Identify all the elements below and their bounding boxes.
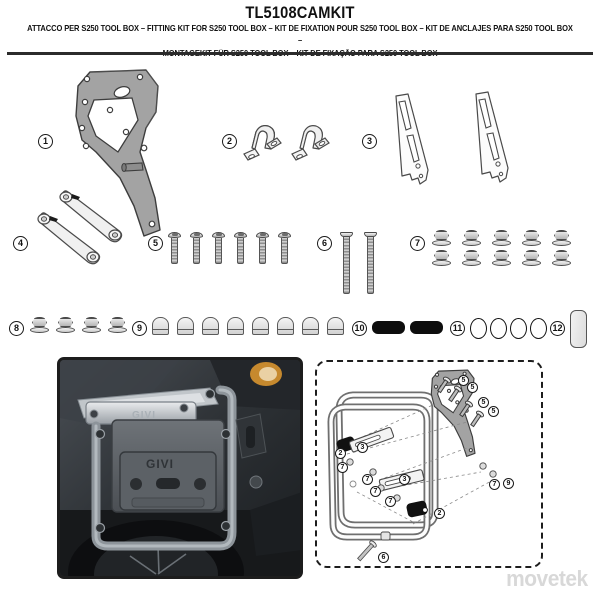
assembly-exploded-diagram: 2 3 7 7 3 7 7 2 5 5 5 5 7 9 6 bbox=[315, 360, 543, 568]
part-11-washer-ring bbox=[510, 318, 527, 339]
assembly-callout-7[interactable]: 7 bbox=[337, 462, 348, 473]
part-7-flange-nut bbox=[522, 250, 541, 266]
part-7-flange-nut bbox=[552, 250, 571, 266]
part-callout-7[interactable]: 7 bbox=[410, 236, 425, 251]
part-callout-4[interactable]: 4 bbox=[13, 236, 28, 251]
part-5-button-head-bolt bbox=[168, 232, 181, 264]
part-callout-6[interactable]: 6 bbox=[317, 236, 332, 251]
part-5-button-head-bolt bbox=[278, 232, 291, 264]
assembly-callout-7[interactable]: 7 bbox=[370, 486, 381, 497]
part-callout-11[interactable]: 11 bbox=[450, 321, 465, 336]
part-callout-10[interactable]: 10 bbox=[352, 321, 367, 336]
part-8-nylon-lock-flange-nut bbox=[30, 317, 49, 333]
part-7-flange-nut bbox=[492, 250, 511, 266]
part-9-dome-cap bbox=[251, 317, 269, 335]
part-4-spacer-link bbox=[58, 186, 123, 243]
part-5-button-head-bolt bbox=[212, 232, 225, 264]
part-8-nylon-lock-flange-nut bbox=[56, 317, 75, 333]
part-callout-1[interactable]: 1 bbox=[38, 134, 53, 149]
part-7-flange-nut bbox=[492, 230, 511, 246]
part-callout-8[interactable]: 8 bbox=[9, 321, 24, 336]
assembly-callout-7[interactable]: 7 bbox=[489, 479, 500, 490]
part-5-button-head-bolt bbox=[256, 232, 269, 264]
part-2-u-clamp bbox=[240, 118, 282, 161]
part-callout-5[interactable]: 5 bbox=[148, 236, 163, 251]
part-2-u-clamp bbox=[288, 118, 330, 161]
part-4-spacer-link bbox=[36, 208, 101, 265]
part-9-dome-cap bbox=[201, 317, 219, 335]
page-title: TL5108CAMKIT bbox=[245, 3, 355, 22]
header-divider bbox=[7, 52, 593, 55]
assembly-callout-5[interactable]: 5 bbox=[458, 375, 469, 386]
assembly-callout-5[interactable]: 5 bbox=[467, 382, 478, 393]
subtitle-line-1: ATTACCO PER S250 TOOL BOX – FITTING KIT … bbox=[27, 23, 573, 46]
assembly-callout-9[interactable]: 9 bbox=[503, 478, 514, 489]
part-7-flange-nut bbox=[522, 230, 541, 246]
part-11-washer-ring bbox=[490, 318, 507, 339]
assembly-callout-3[interactable]: 3 bbox=[357, 442, 368, 453]
part-9-dome-cap bbox=[226, 317, 244, 335]
part-callout-12[interactable]: 12 bbox=[550, 321, 565, 336]
parts-list-area: 1 2 bbox=[0, 56, 600, 356]
part-5-button-head-bolt bbox=[190, 232, 203, 264]
part-callout-2[interactable]: 2 bbox=[222, 134, 237, 149]
part-9-dome-cap bbox=[326, 317, 344, 335]
part-9-dome-cap bbox=[176, 317, 194, 335]
svg-text:GIVI: GIVI bbox=[146, 457, 174, 471]
part-7-flange-nut bbox=[462, 230, 481, 246]
part-6-countersunk-bolt-long bbox=[340, 232, 353, 294]
part-11-washer-ring bbox=[530, 318, 547, 339]
installation-photo: GIVI GIVI bbox=[57, 357, 303, 579]
part-8-nylon-lock-flange-nut bbox=[108, 317, 127, 333]
movetek-watermark: movetek bbox=[506, 566, 588, 591]
part-10-rubber-pad bbox=[410, 321, 443, 334]
part-3-slotted-flat-bar bbox=[390, 92, 429, 185]
part-11-washer-ring bbox=[470, 318, 487, 339]
part-7-flange-nut bbox=[462, 250, 481, 266]
assembly-callout-2[interactable]: 2 bbox=[335, 448, 346, 459]
part-7-flange-nut bbox=[432, 250, 451, 266]
part-9-dome-cap bbox=[301, 317, 319, 335]
part-3-slotted-flat-bar bbox=[470, 90, 509, 183]
part-9-dome-cap bbox=[151, 317, 169, 335]
part-callout-9[interactable]: 9 bbox=[132, 321, 147, 336]
assembly-callout-2[interactable]: 2 bbox=[434, 508, 445, 519]
part-7-flange-nut bbox=[552, 230, 571, 246]
assembly-callout-5[interactable]: 5 bbox=[488, 406, 499, 417]
svg-text:GIVI: GIVI bbox=[132, 410, 156, 421]
part-8-nylon-lock-flange-nut bbox=[82, 317, 101, 333]
part-1-mounting-bracket-plate bbox=[60, 66, 180, 241]
part-6-countersunk-bolt-long bbox=[364, 232, 377, 294]
part-12-spacer-block bbox=[570, 310, 587, 348]
part-10-rubber-pad bbox=[372, 321, 405, 334]
assembly-callout-3[interactable]: 3 bbox=[399, 474, 410, 485]
assembly-callout-7[interactable]: 7 bbox=[385, 496, 396, 507]
assembly-callout-7[interactable]: 7 bbox=[362, 474, 373, 485]
assembly-callout-6[interactable]: 6 bbox=[378, 552, 389, 563]
assembly-callout-5[interactable]: 5 bbox=[478, 397, 489, 408]
part-5-button-head-bolt bbox=[234, 232, 247, 264]
part-7-flange-nut bbox=[432, 230, 451, 246]
part-callout-3[interactable]: 3 bbox=[362, 134, 377, 149]
part-9-dome-cap bbox=[276, 317, 294, 335]
